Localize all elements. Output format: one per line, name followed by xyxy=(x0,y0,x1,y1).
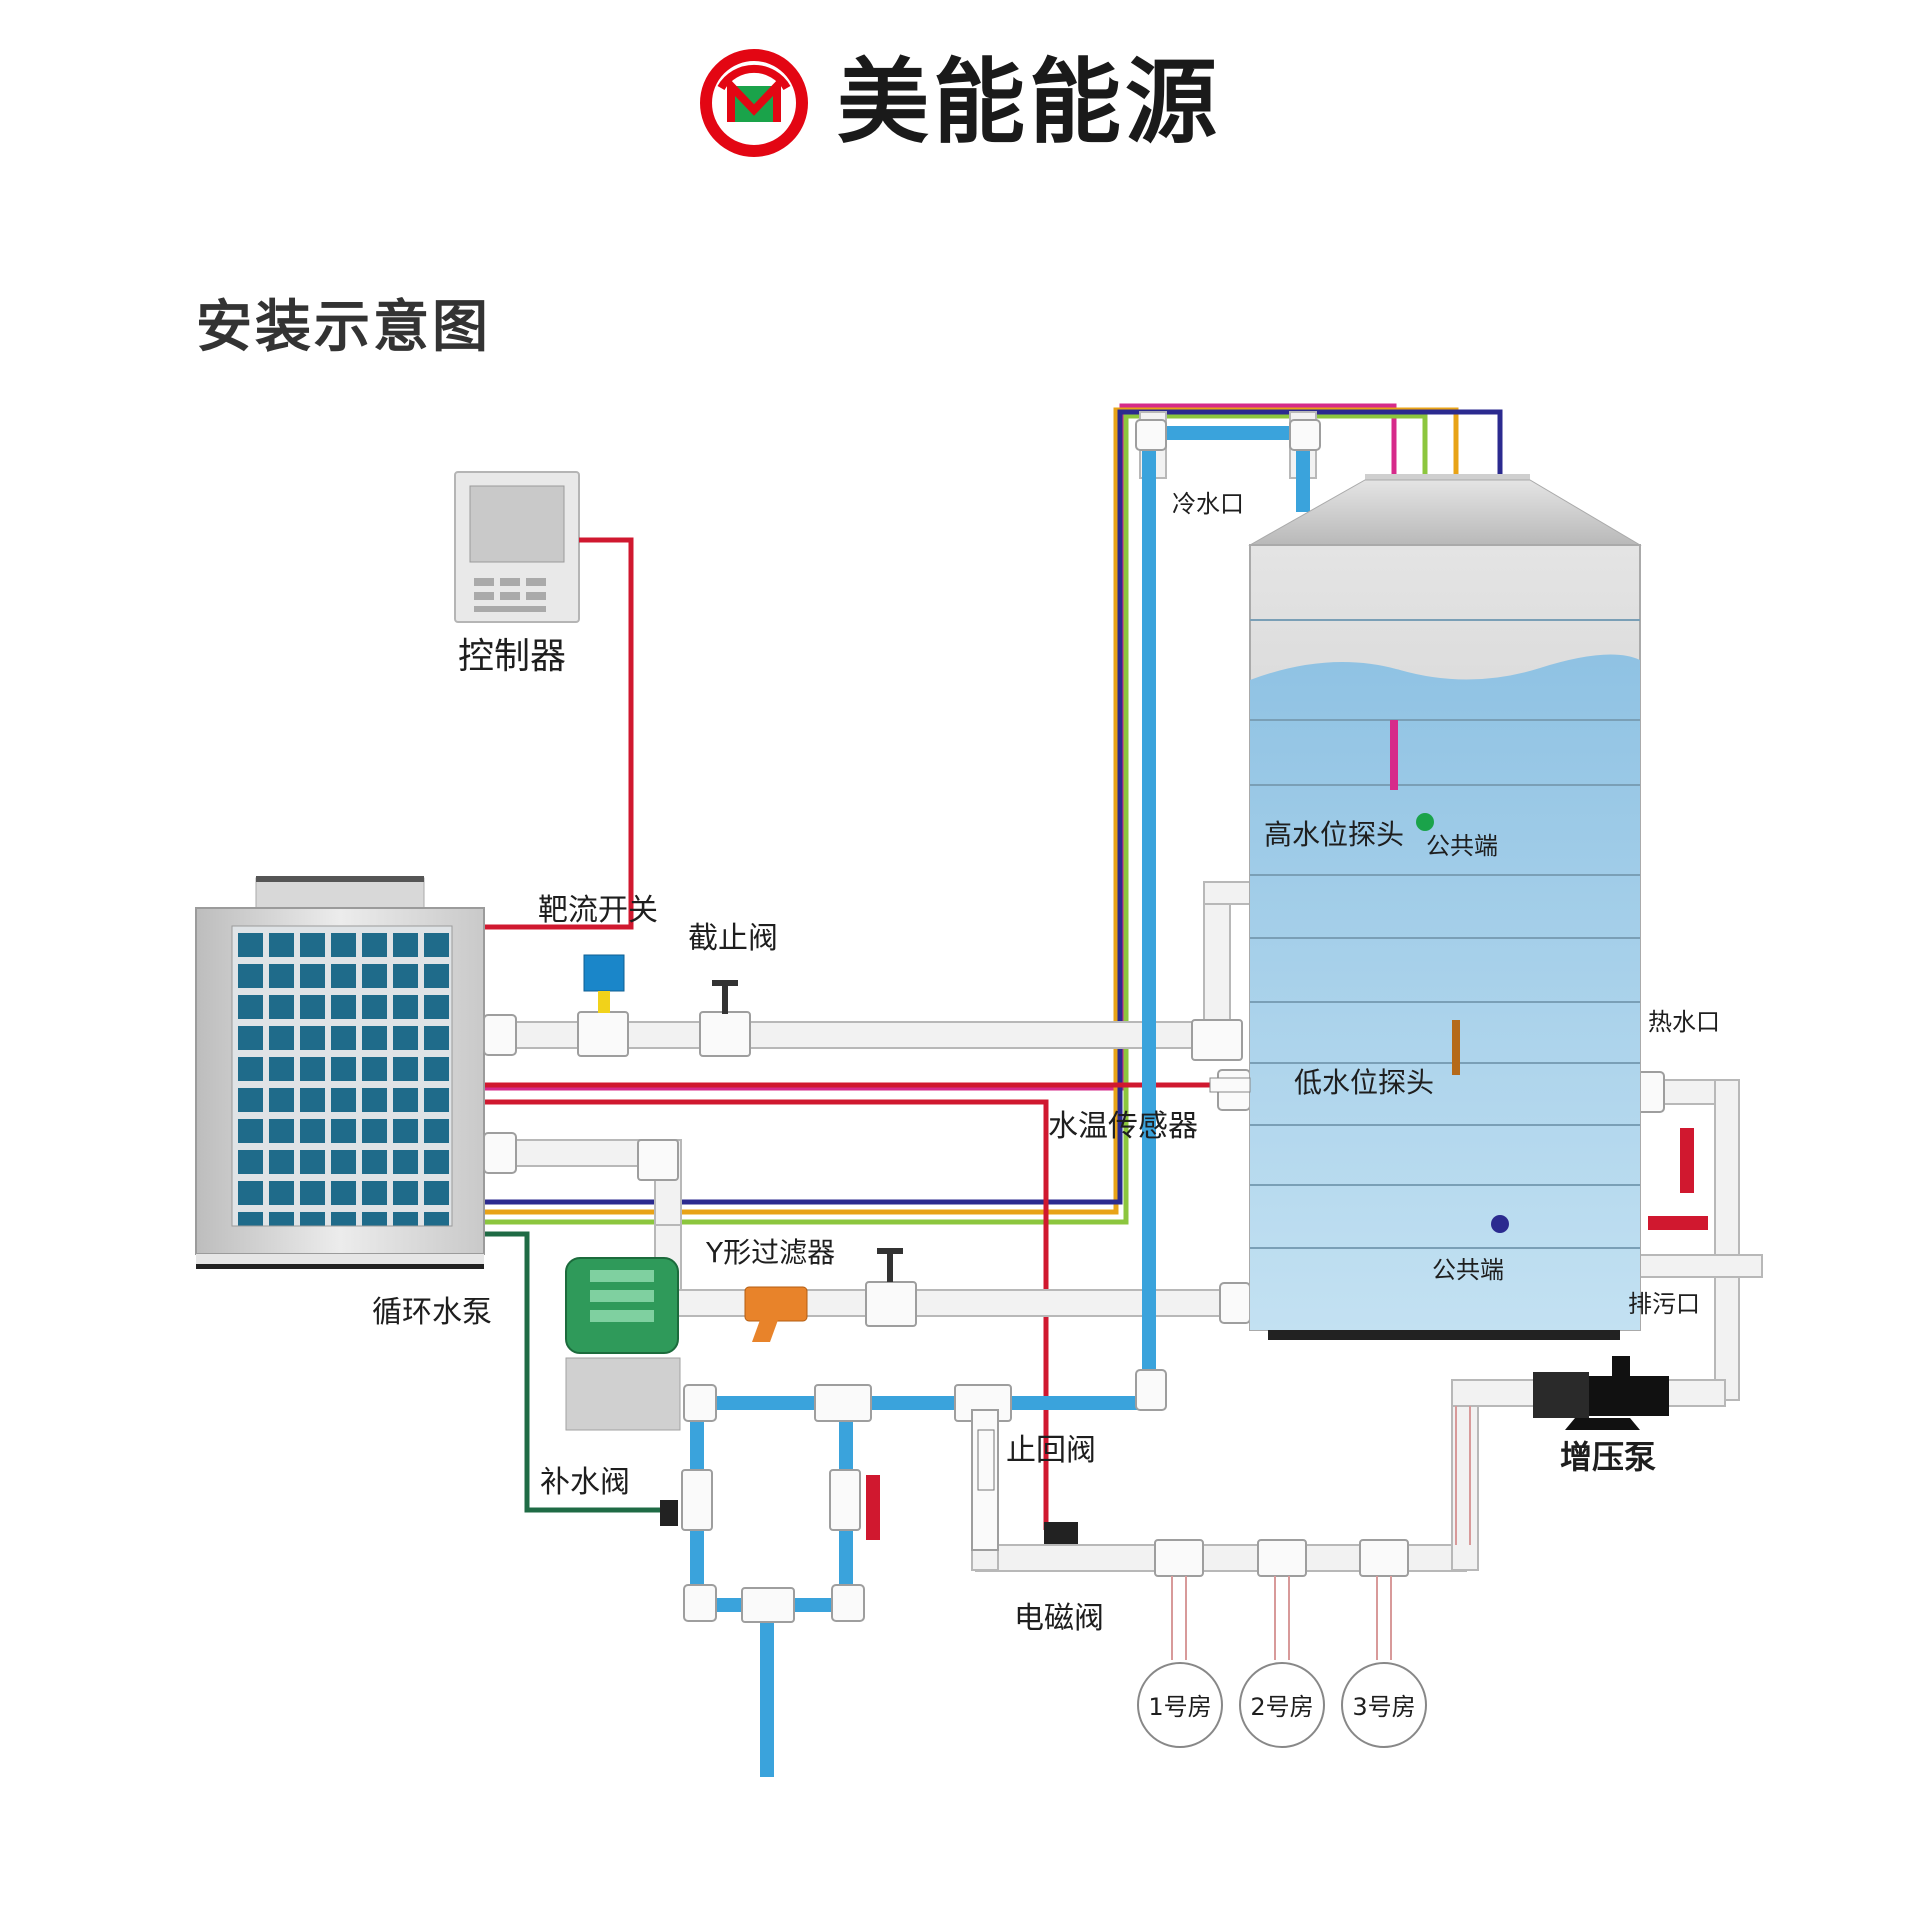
red-handle-valve-icon xyxy=(866,1475,880,1540)
drain-outlet-label: 排污口 xyxy=(1628,1290,1700,1318)
room-1-label: 1号房 xyxy=(1148,1693,1211,1721)
heat-pump-unit xyxy=(195,876,485,1269)
filter-stop-valve-icon xyxy=(877,1248,903,1282)
y-filter-icon xyxy=(744,1286,808,1342)
brand-logo-icon xyxy=(699,49,808,157)
water-temp-sensor-icon xyxy=(1209,1077,1251,1093)
check-valve-icon xyxy=(977,1429,995,1491)
makeup-valve-label: 补水阀 xyxy=(540,1465,630,1500)
controller-label: 控制器 xyxy=(458,636,566,677)
room-branch-lines xyxy=(1171,1406,1471,1660)
high-level-probe-label: 高水位探头 xyxy=(1264,818,1404,851)
solenoid-valve-label: 电磁阀 xyxy=(1014,1601,1104,1636)
hot-water-valve-icon xyxy=(1648,1128,1708,1230)
common-end-2-probe-icon xyxy=(1491,1215,1509,1233)
blue-pipe-fittings xyxy=(681,419,1321,1623)
room-3-label: 3号房 xyxy=(1352,1693,1415,1721)
common-end-probe-icon xyxy=(1416,813,1434,831)
common-end-label-2: 公共端 xyxy=(1432,1256,1504,1284)
brand-header: 美能能源 xyxy=(0,48,1920,158)
solenoid-valve-icon xyxy=(1044,1522,1078,1544)
booster-pump-label: 增压泵 xyxy=(1560,1438,1656,1476)
low-level-probe-label: 低水位探头 xyxy=(1294,1066,1434,1099)
flow-switch-label: 靶流开关 xyxy=(538,893,658,928)
booster-pump-icon xyxy=(1533,1356,1669,1430)
room-3-circle xyxy=(1341,1662,1427,1748)
low-level-probe-icon xyxy=(1452,1020,1460,1075)
stop-valve-label: 截止阀 xyxy=(688,921,778,956)
cold-water-inlet-label: 冷水口 xyxy=(1172,490,1244,518)
stop-valve-icon xyxy=(712,980,738,1014)
check-valve-label: 止回阀 xyxy=(1006,1433,1096,1468)
water-temp-sensor-label: 水温传感器 xyxy=(1048,1109,1198,1144)
flow-switch-icon xyxy=(583,954,625,1013)
circulation-pump-icon xyxy=(565,1257,681,1431)
water-tank xyxy=(1248,474,1642,1340)
room-1-circle xyxy=(1137,1662,1223,1748)
circulation-pump-label: 循环水泵 xyxy=(372,1295,492,1330)
page-title: 安装示意图 xyxy=(196,295,491,360)
room-2-circle xyxy=(1239,1662,1325,1748)
controller-device xyxy=(454,471,580,623)
room-2-label: 2号房 xyxy=(1250,1693,1313,1721)
hot-water-outlet-label: 热水口 xyxy=(1648,1008,1720,1036)
brand-name: 美能能源 xyxy=(836,49,1221,156)
high-level-probe-icon xyxy=(1390,720,1398,790)
y-filter-label: Y形过滤器 xyxy=(705,1236,835,1269)
makeup-valve-icon xyxy=(660,1500,678,1526)
common-end-label-1: 公共端 xyxy=(1426,832,1498,860)
